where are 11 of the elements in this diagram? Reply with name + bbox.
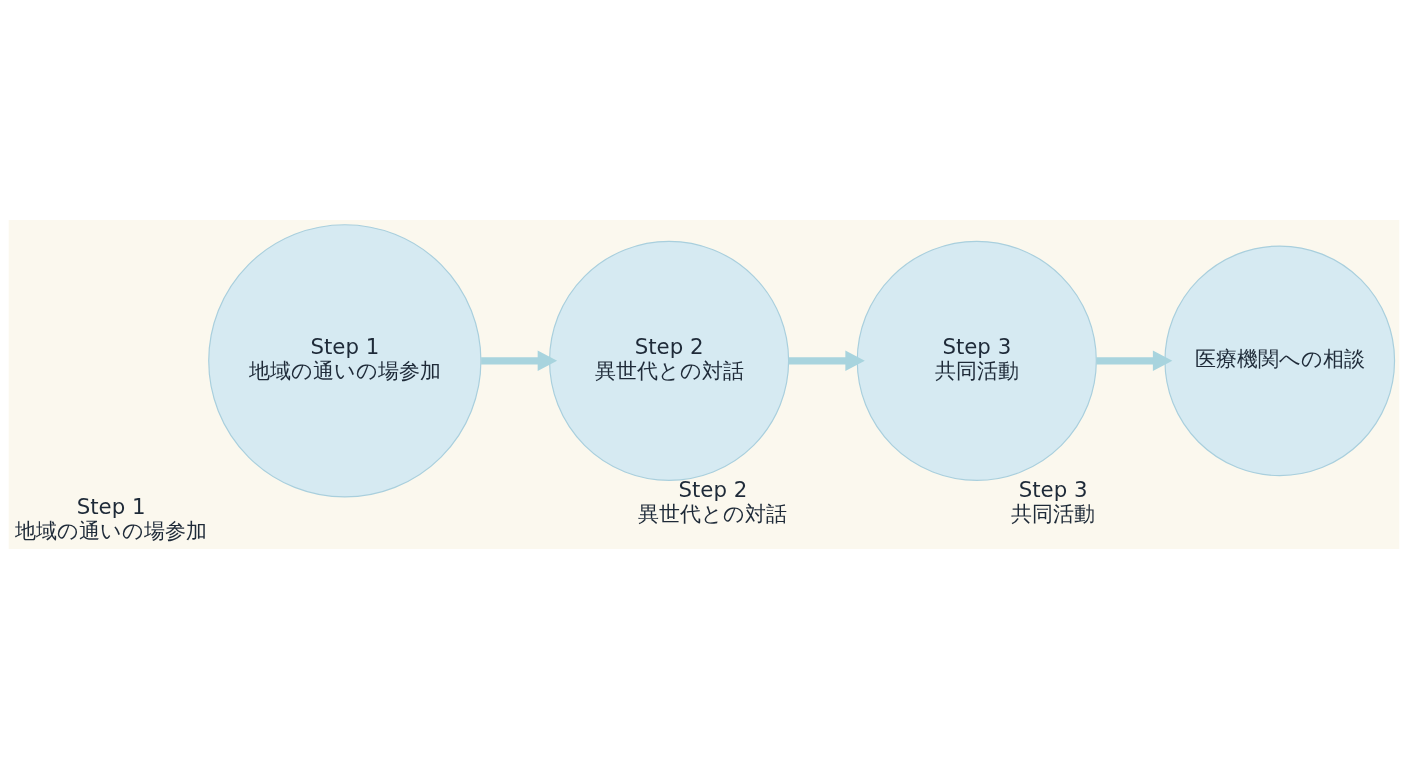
node-label: 共同活動	[1011, 500, 1096, 526]
arrow	[481, 350, 558, 371]
arrow	[1096, 350, 1173, 371]
node-circle: Step 2 異世代との対話	[548, 240, 790, 481]
node-label: Step 1	[76, 493, 146, 519]
node-label: 異世代との対話	[638, 500, 788, 526]
arrow	[788, 350, 865, 371]
node-circle: Step 1 地域の通いの場参加	[208, 223, 482, 497]
node-circle: Step 3 共同活動	[856, 240, 1097, 481]
node-label: 地域の通いの場参加	[15, 517, 208, 543]
node-circle: 医療機関への相談	[1164, 244, 1396, 476]
